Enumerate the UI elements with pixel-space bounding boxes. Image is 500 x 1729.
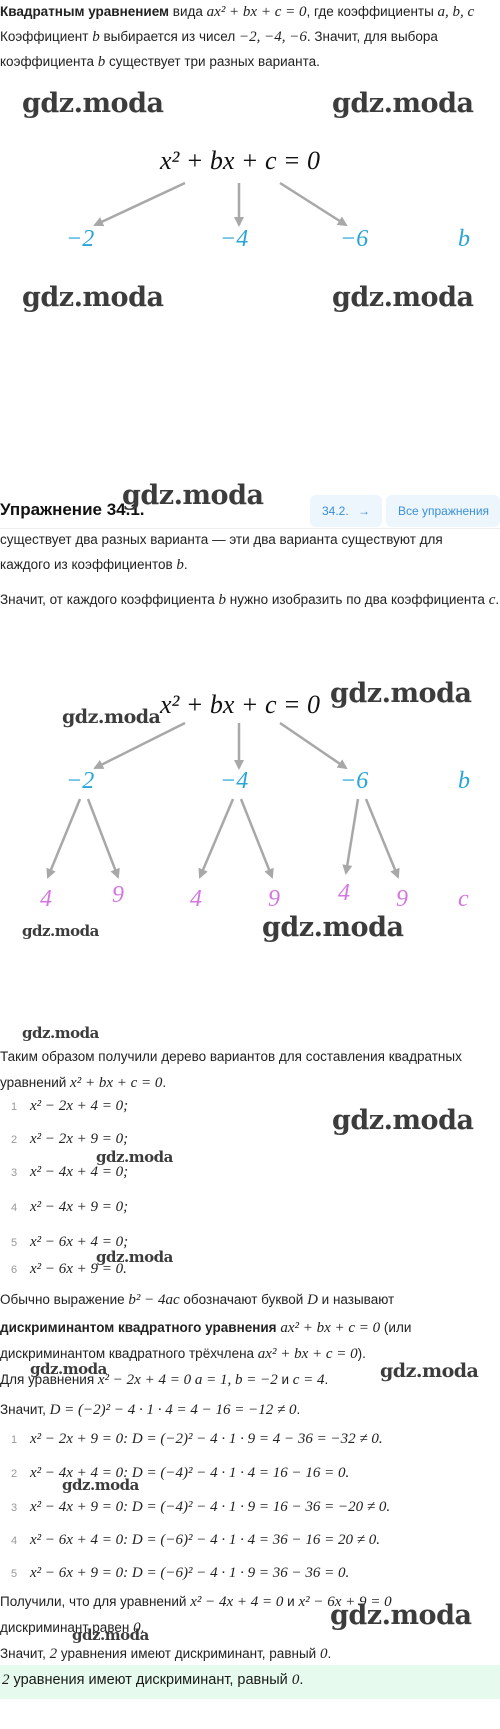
discriminant-item: x² − 4x + 9 = 0: D = (−4)² − 4 · 1 · 9 =… [30, 1499, 391, 1515]
watermark: gdz.moda [22, 1024, 99, 1042]
tree2-leaf: 9 [112, 882, 124, 908]
tree2-leaf: 9 [268, 886, 280, 912]
tree2-node: −6 [340, 768, 369, 794]
discriminant-line-3: дискриминантом квадратного трёхчлена ax²… [0, 1346, 366, 1362]
list-number: 4 [11, 1202, 18, 1214]
all-exercises-button[interactable]: Все упражнения [386, 495, 500, 527]
discriminant-line-4: Для уравнения x² − 2x + 4 = 0 a = 1, b =… [0, 1372, 329, 1388]
watermark: gdz.moda [72, 1626, 149, 1644]
watermark: gdz.moda [332, 88, 474, 119]
watermark: gdz.moda [62, 706, 161, 728]
list-number: 5 [11, 1237, 18, 1249]
list-number: 2 [11, 1468, 18, 1480]
tree2-node: −2 [66, 768, 95, 794]
tree2-arrows-level2 [46, 798, 400, 879]
tree2-leaf: 4 [190, 886, 202, 912]
conclusion-line-1: Получили, что для уравнений x² − 4x + 4 … [0, 1594, 392, 1610]
discriminant-item: x² − 6x + 4 = 0: D = (−6)² − 4 · 1 · 4 =… [30, 1532, 380, 1548]
arrow-right-icon: → [358, 504, 371, 518]
discriminant-item: x² − 6x + 9 = 0: D = (−6)² − 4 · 1 · 9 =… [30, 1565, 350, 1581]
answer-box: 2 уравнения имеют дискриминант, равный 0… [0, 1665, 500, 1699]
watermark: gdz.moda [22, 922, 99, 940]
watermark: gdz.moda [22, 282, 164, 313]
tree2-leaf: 4 [338, 880, 350, 906]
term-discriminant: дискриминантом квадратного уравнения [0, 1320, 277, 1335]
watermark: gdz.moda [332, 1105, 474, 1136]
discriminant-line-2: дискриминантом квадратного уравнения ax²… [0, 1320, 412, 1336]
exercise-title: Упражнение 34.1. [0, 500, 145, 519]
tree2-level-label-b: b [458, 768, 470, 794]
middle-line-2: каждого из коэффициентов b. [0, 557, 188, 573]
list-number: 3 [11, 1502, 18, 1514]
list-number: 3 [11, 1167, 18, 1179]
equation-item: x² − 4x + 9 = 0; [30, 1199, 129, 1215]
summary-line-1: Таким образом получили дерево вариантов … [0, 1049, 462, 1064]
list-number: 6 [11, 1264, 18, 1276]
intro-line-3: коэффициента b существует три разных вар… [0, 54, 320, 70]
watermark: gdz.moda [330, 1600, 472, 1631]
list-number: 1 [11, 1101, 18, 1113]
list-number: 5 [11, 1568, 18, 1580]
exercise-header: Упражнение 34.1. 34.2. → Все упражнения [0, 495, 500, 529]
summary-line-2: уравнений x² + bx + c = 0. [0, 1075, 167, 1091]
tree2-node: −4 [220, 768, 249, 794]
tree1-level-label-b: b [458, 226, 470, 252]
watermark: gdz.moda [262, 912, 404, 943]
watermark: gdz.moda [96, 1248, 173, 1266]
watermark: gdz.moda [122, 480, 264, 511]
list-number: 4 [11, 1535, 18, 1547]
equation-item: x² − 2x + 9 = 0; [30, 1131, 129, 1147]
watermark: gdz.moda [30, 1360, 107, 1378]
list-number: 2 [11, 1134, 18, 1146]
discriminant-item: x² − 2x + 9 = 0: D = (−2)² − 4 · 1 · 9 =… [30, 1431, 383, 1447]
equation-item: x² − 4x + 4 = 0; [30, 1164, 129, 1180]
middle-line-1: существует два разных варианта — эти два… [0, 532, 443, 547]
watermark: gdz.moda [332, 282, 474, 313]
discriminant-line-1: Обычно выражение b² − 4ac обозначают бук… [0, 1292, 395, 1308]
term-quadratic-equation: Квадратным уравнением [0, 4, 170, 19]
equation-item: x² − 2x + 4 = 0; [30, 1098, 129, 1114]
discriminant-item: x² − 4x + 4 = 0: D = (−4)² − 4 · 1 · 4 =… [30, 1465, 350, 1481]
conclusion-line-2: дискриминант равен 0. [0, 1620, 145, 1636]
intro-line-2: Коэффициент b выбирается из чисел −2, −4… [0, 29, 438, 45]
equation-item: x² − 6x + 4 = 0; [30, 1234, 129, 1250]
tree1-node: −6 [340, 226, 369, 252]
intro-line-1: Квадратным уравнением вида ax² + bx + c … [0, 4, 475, 20]
next-exercise-button[interactable]: 34.2. → [310, 495, 383, 527]
tree2-root-equation: x² + bx + c = 0 [160, 690, 321, 719]
tree1-node: −2 [66, 226, 95, 252]
conclusion-line-3: Значит, 2 уравнения имеют дискриминант, … [0, 1646, 332, 1662]
watermark: gdz.moda [380, 1360, 479, 1382]
tree1-node: −4 [220, 226, 249, 252]
tree2-leaf: 4 [40, 886, 52, 912]
watermark: gdz.moda [22, 88, 164, 119]
middle-line-3: Значит, от каждого коэффициента b нужно … [0, 592, 500, 608]
tree1-root-equation: x² + bx + c = 0 [160, 146, 321, 175]
discriminant-line-5: Значит, D = (−2)² − 4 · 1 · 4 = 4 − 16 =… [0, 1402, 301, 1418]
watermark: gdz.moda [330, 678, 472, 709]
tree2-level-label-c: c [458, 886, 469, 912]
answer-text: 2 уравнения имеют дискриминант, равный 0… [2, 1672, 304, 1688]
watermark: gdz.moda [96, 1148, 173, 1166]
list-number: 1 [11, 1434, 18, 1446]
tree2-arrows-level1 [93, 721, 348, 770]
equation-item: x² − 6x + 9 = 0. [30, 1261, 127, 1277]
tree1-arrows [93, 181, 348, 227]
tree2-leaf: 9 [396, 886, 408, 912]
watermark: gdz.moda [62, 1476, 139, 1494]
